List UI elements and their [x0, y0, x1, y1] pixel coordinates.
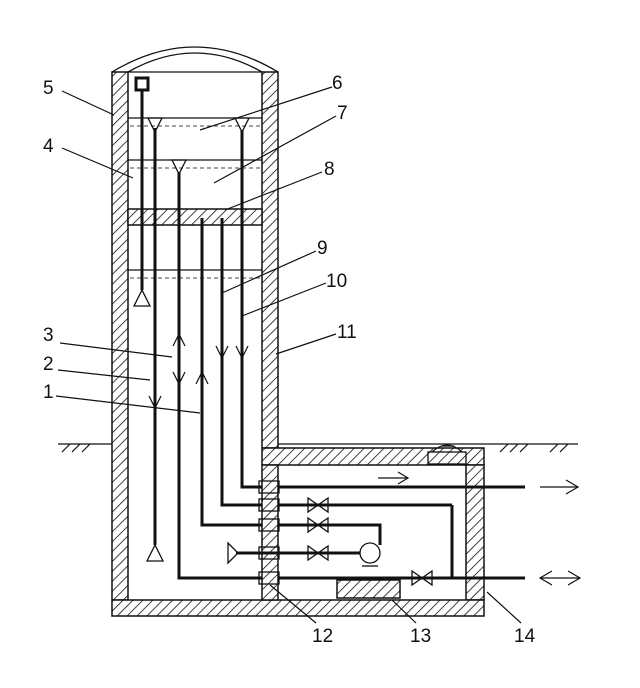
vertical-pipes: [132, 76, 262, 580]
label-6: 6: [332, 73, 343, 94]
label-13: 13: [410, 626, 431, 647]
label-1: 1: [43, 382, 54, 403]
chamber-piping: [227, 485, 525, 580]
outlet-arrows: [378, 471, 582, 586]
chamber-hatch: [427, 444, 467, 465]
label-2: 2: [43, 354, 54, 375]
label-10: 10: [326, 271, 347, 292]
label-11: 11: [337, 322, 357, 343]
callout-labels: 5 4 3 2 1 6 7 8 9 10 11 12 13 14: [43, 73, 536, 647]
label-5: 5: [43, 78, 54, 99]
tower-walls: [111, 71, 485, 617]
label-9: 9: [317, 238, 328, 259]
pump-foundation: [336, 579, 401, 599]
label-14: 14: [514, 626, 536, 647]
intermediate-slab: [127, 208, 263, 226]
tower-dome: [111, 46, 279, 73]
label-7: 7: [337, 103, 348, 124]
ground-surface: [58, 443, 578, 453]
label-12: 12: [312, 626, 333, 647]
pump-icon: [359, 542, 381, 567]
valve-icons: [307, 496, 433, 587]
label-3: 3: [43, 325, 54, 346]
label-4: 4: [43, 136, 54, 157]
flow-arrows: [148, 332, 249, 410]
leader-lines: [55, 86, 522, 624]
label-8: 8: [324, 159, 335, 180]
